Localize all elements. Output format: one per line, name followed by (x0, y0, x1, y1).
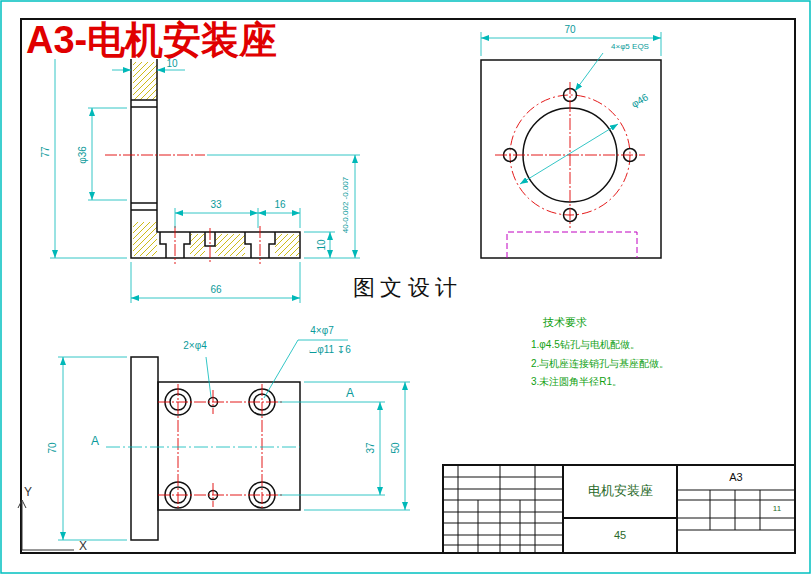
title-block (443, 465, 795, 553)
top-view-part (278, 402, 385, 495)
side-view-part (481, 38, 661, 39)
title-block-cell: 电机安装座 (563, 465, 677, 518)
title-block-cell: 45 (563, 518, 677, 553)
ucs-icon-part (22, 502, 74, 550)
axis-label: Y (23, 486, 33, 498)
front-view-dimensions-part (207, 155, 360, 156)
dimension: 10 (317, 238, 327, 251)
front-view-dimensions-part (88, 108, 127, 200)
side-view-part (575, 53, 603, 91)
hole-callout: 2×φ4 (182, 341, 207, 351)
front-view-dimensions-part (175, 213, 258, 214)
ucs-icon (18, 500, 74, 550)
front-view-dimensions-part (258, 213, 300, 214)
side-view (481, 32, 661, 258)
dimension: 16 (273, 200, 286, 210)
front-view-part (133, 62, 157, 100)
front-view-part (175, 226, 260, 264)
top-view-part (131, 357, 158, 540)
cell-text: 电机安装座 (588, 484, 653, 498)
dimension: 70 (48, 441, 58, 454)
title-block-part (443, 465, 795, 553)
front-view-part (131, 47, 300, 258)
front-view-dimensions-part (355, 155, 356, 258)
top-view-part (158, 382, 300, 510)
dimension: 66 (209, 285, 222, 295)
title-block-part (677, 490, 795, 530)
title-block-part (458, 465, 535, 553)
technical-note: 2.与机座连接销孔与基座配做。 (530, 359, 670, 369)
technical-note: 1.φ4.5钻孔与电机配做。 (530, 340, 641, 350)
front-view-dimensions-part (330, 232, 331, 258)
ucs-icon-part (18, 500, 26, 508)
title-block-part (563, 465, 677, 553)
side-view-part (507, 232, 637, 258)
top-view-part (58, 357, 127, 540)
front-view-dimensions-part (175, 208, 300, 228)
dimension: 50 (391, 441, 401, 454)
front-view-dimensions-part (131, 298, 300, 299)
front-view-dimensions-part (92, 108, 93, 200)
side-view-part (520, 124, 618, 184)
section-mark: A (345, 387, 355, 399)
cell-text: A3 (729, 471, 742, 483)
side-view-part (495, 82, 645, 228)
top-view-part (206, 357, 211, 397)
drawing-title: A3-电机安装座 (24, 21, 279, 59)
front-view-dimensions-part (131, 262, 300, 303)
front-view-part (133, 222, 157, 256)
top-view-part (405, 382, 406, 510)
front-view-dimensions-part (112, 70, 131, 71)
dimension: 33 (209, 200, 222, 210)
title-block-part (443, 477, 563, 545)
front-view-part (215, 234, 245, 256)
sheet-frame-part (21, 19, 795, 553)
front-view-dimensions-part (55, 47, 56, 258)
side-view-part (481, 32, 661, 56)
front-view-dimensions (50, 47, 360, 303)
side-view-part (481, 60, 661, 258)
front-view-part (190, 234, 205, 256)
dimension: φ36 (78, 145, 88, 165)
axis-label: X (78, 540, 88, 552)
dimension: 37 (366, 441, 376, 454)
watermark: 图 文 设 计 (350, 276, 461, 300)
top-view-part (380, 402, 381, 495)
front-view-dimensions-part (157, 70, 185, 71)
top-view-part (304, 382, 410, 510)
top-view-part (63, 357, 64, 540)
dimension: 77 (41, 145, 51, 158)
front-view (105, 47, 300, 264)
dimension: 70 (563, 25, 576, 35)
section-mark: A (90, 435, 100, 447)
title-block-cell: A3 (677, 465, 795, 490)
cell-text: 45 (614, 529, 626, 541)
title-block-part (710, 490, 760, 530)
front-view-part (275, 234, 299, 256)
technical-note: 3.未注圆角半径R1。 (530, 377, 623, 387)
notes-heading: 技术要求 (542, 317, 588, 328)
front-view-dimensions-part (50, 47, 127, 258)
counterbore-callout: ⌴φ11 ↧6 (308, 345, 352, 355)
diameter-dimension: φ46 (629, 92, 651, 111)
hole-callout: 4×φ7 (309, 326, 334, 336)
hole-callout: 4×φ5 EQS (610, 43, 650, 51)
top-view (58, 340, 410, 540)
front-view-dimensions-part (304, 232, 360, 258)
tolerance-dimension: 40-0.002 -0.007 (342, 176, 350, 235)
front-view-part (105, 155, 205, 156)
dimension: 10 (165, 59, 178, 69)
top-view-part (106, 447, 300, 448)
title-block-cell: 11 (772, 505, 782, 513)
